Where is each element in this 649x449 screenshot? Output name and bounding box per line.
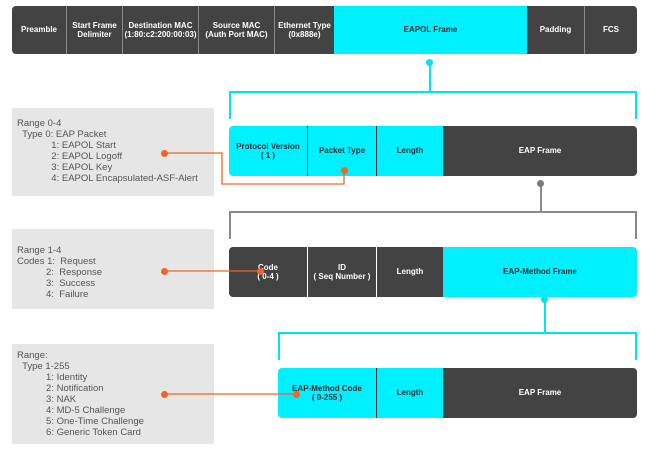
protocol-version-field: Protocol Version ( 1 ) <box>229 126 308 176</box>
connector-method-right <box>635 332 637 360</box>
eapol-frame-field: EAPOL Frame <box>334 6 527 54</box>
packet-type-pointer-start-dot <box>161 150 168 157</box>
code-pointer-start-dot <box>161 268 168 275</box>
connector-eapol-horizontal <box>229 91 636 93</box>
connector-eap-horizontal <box>229 211 636 213</box>
method-note-text: Range: Type 1-255 1: Identity 2: Notific… <box>17 350 144 438</box>
eapol-eap-frame-field: EAP Frame <box>443 126 637 176</box>
packet-type-pointer-end-dot <box>341 167 348 174</box>
ethernet-frame-bar: Preamble Start Frame Delimiter Destinati… <box>12 6 637 54</box>
packet-type-note-text: Range 0-4 Type 0: EAP Packet 1: EAPOL St… <box>17 118 198 184</box>
code-note <box>12 229 214 309</box>
eap-frame-bar: Code ( 0-4 ) ID ( Seq Number ) Length EA… <box>229 247 637 297</box>
eap-length-field: Length <box>377 247 443 297</box>
code-pointer-end-dot <box>257 268 264 275</box>
source-mac-field: Source MAC (Auth Port MAC) <box>199 6 275 54</box>
connector-method-left <box>278 332 280 360</box>
connector-eapol-vertical <box>429 64 431 92</box>
method-pointer-start-dot <box>161 391 168 398</box>
code-note-text: Range 1-4 Codes 1: Request 2: Response 3… <box>17 245 103 300</box>
connector-eapol-right <box>635 91 637 119</box>
method-pointer-end-dot <box>293 391 300 398</box>
eapol-frame-bar: Protocol Version ( 1 ) Packet Type Lengt… <box>229 126 637 176</box>
code-field: Code ( 0-4 ) <box>229 247 308 297</box>
preamble-field: Preamble <box>12 6 67 54</box>
fcs-field: FCS <box>585 6 637 54</box>
connector-eapol-dot <box>426 59 433 66</box>
ethernet-type-field: Ethernet Type (0x888e) <box>275 6 334 54</box>
connector-eap-left <box>229 211 231 239</box>
packet-type-note <box>12 108 214 196</box>
destination-mac-field: Destination MAC (1:80:c2:200:00:03) <box>123 6 199 54</box>
eap-method-frame-field: EAP-Method Frame <box>443 247 637 297</box>
method-eap-frame-field: EAP Frame <box>443 368 637 418</box>
connector-eap-right <box>635 211 637 239</box>
id-field: ID ( Seq Number ) <box>308 247 377 297</box>
connector-eap-vertical <box>540 184 542 212</box>
packet-type-pointer <box>164 152 345 185</box>
connector-eap-dot <box>537 180 544 187</box>
connector-method-horizontal <box>278 332 636 334</box>
start-frame-delimiter-field: Start Frame Delimiter <box>67 6 123 54</box>
eapol-length-field: Length <box>377 126 443 176</box>
connector-method-dot <box>541 296 548 303</box>
connector-method-vertical <box>544 300 546 332</box>
connector-eapol-left <box>229 91 231 119</box>
method-length-field: Length <box>377 368 443 418</box>
padding-field: Padding <box>527 6 585 54</box>
